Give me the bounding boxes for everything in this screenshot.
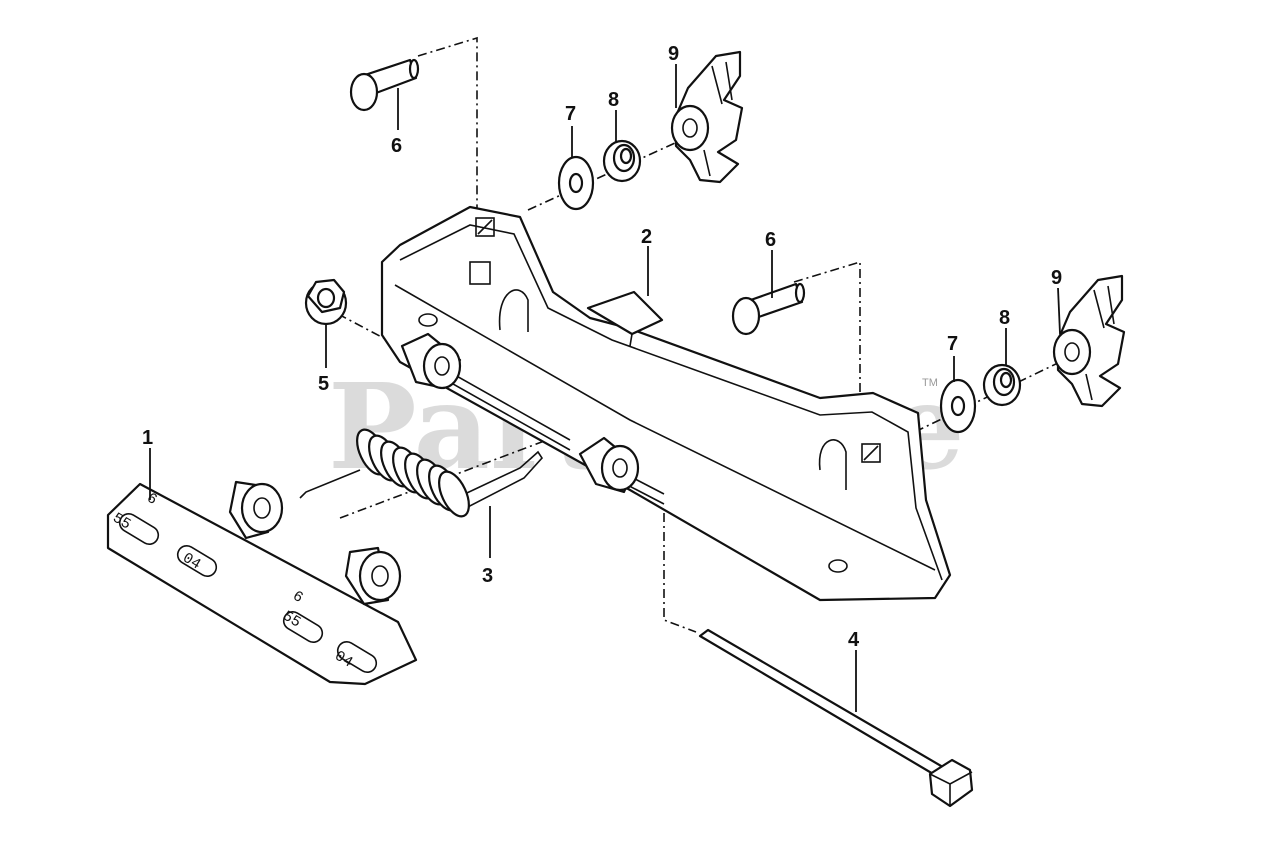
callout-5: 5 — [318, 373, 329, 395]
callout-8: 8 — [608, 89, 619, 111]
wing-knob-part-9 — [670, 50, 744, 184]
callout-4: 4 — [848, 629, 860, 651]
callout-3: 3 — [482, 565, 493, 587]
plate-stamp: 04 — [331, 648, 355, 672]
plate-stamp: 04 — [179, 550, 203, 574]
washer-part-7 — [939, 378, 977, 434]
plate-stamp: 55 — [279, 608, 303, 632]
plate-stamp: 55 — [109, 510, 133, 534]
callout-7: 7 — [947, 333, 958, 355]
trademark: TM — [922, 377, 938, 389]
callout-9: 9 — [1051, 267, 1062, 289]
flange-nut-part-8 — [602, 139, 642, 183]
bracket-part-2 — [380, 205, 952, 602]
hex-bolt-part-4 — [698, 628, 974, 808]
pivot-rod — [400, 332, 665, 505]
spring-part-3 — [299, 428, 544, 518]
callout-2: 2 — [641, 226, 652, 248]
callout-6: 6 — [391, 135, 402, 157]
callout-1: 1 — [142, 427, 153, 449]
callout-8: 8 — [999, 307, 1010, 329]
washer-part-7 — [557, 155, 595, 211]
carriage-bolt-part-6 — [731, 282, 806, 336]
callout-labels: 1 2 3 4 5 6 6 7 7 8 8 9 9 — [142, 43, 1062, 651]
wing-knob-part-9 — [1052, 274, 1126, 408]
callout-6: 6 — [765, 229, 776, 251]
flange-nut-part-8 — [982, 363, 1022, 407]
leader-lines — [149, 64, 1061, 712]
callout-7: 7 — [565, 103, 576, 125]
lock-nut-part-5 — [304, 278, 348, 326]
plate-part-1: 55 6 04 55 6 04 — [106, 480, 418, 686]
carriage-bolt-part-6 — [349, 58, 420, 112]
callout-9: 9 — [668, 43, 679, 65]
